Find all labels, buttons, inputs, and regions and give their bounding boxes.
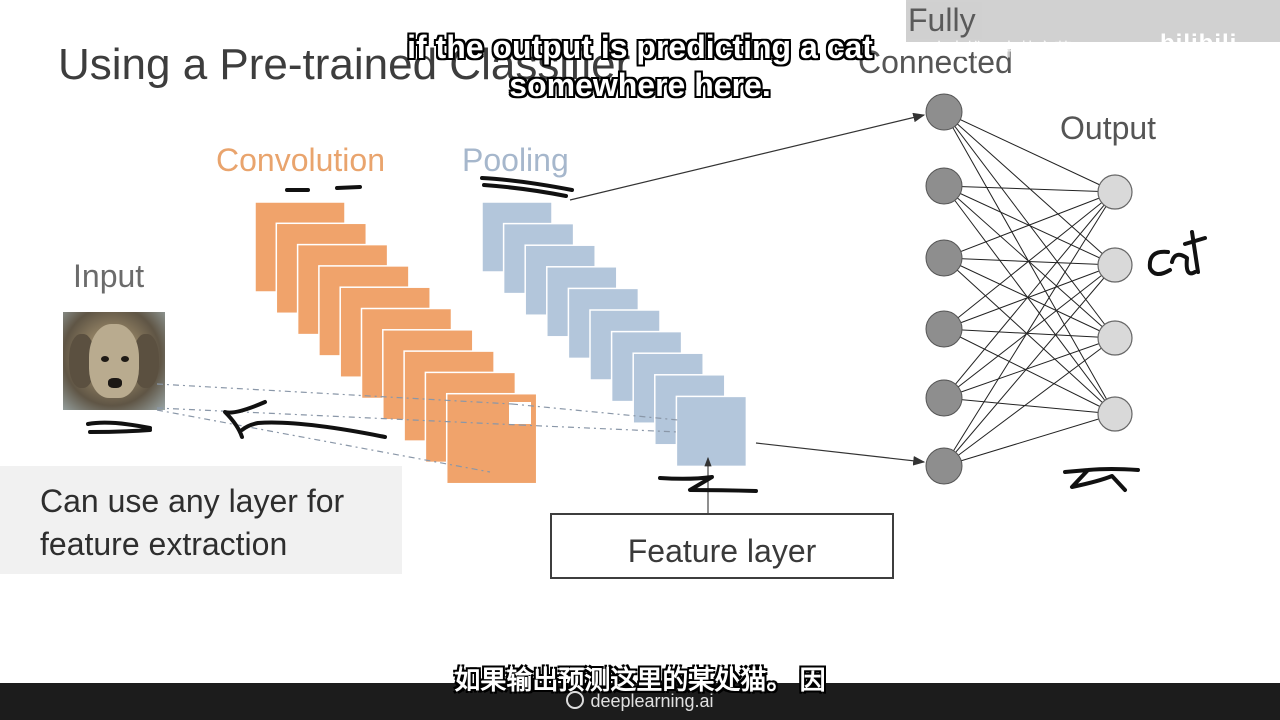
- pooling-layer: [675, 395, 748, 468]
- feature-layer-box: Feature layer: [550, 513, 894, 579]
- fc-edge: [943, 337, 1116, 399]
- fc-edge: [943, 257, 1116, 415]
- brand-footer: deeplearning.ai: [0, 691, 1280, 712]
- fc-edge: [943, 111, 1116, 193]
- fc-connections: [943, 111, 1116, 467]
- receptive-field-guides: [156, 383, 679, 473]
- output-node: [1097, 396, 1133, 432]
- callout-text: Can use any layer for feature extraction: [40, 483, 345, 562]
- ink-mark: [86, 420, 152, 430]
- convolution-label: Convolution: [216, 142, 385, 178]
- receptive-field-window: [509, 402, 531, 424]
- connected-label: Connected: [858, 44, 1013, 80]
- video-bottom-bar: [0, 683, 1280, 720]
- fc-edge: [943, 328, 1116, 415]
- fc-edge: [943, 185, 1116, 415]
- brand-text: deeplearning.ai: [590, 691, 714, 711]
- fc-node: [925, 239, 963, 277]
- output-label: Output: [1060, 110, 1157, 146]
- english-subtitle: if the output is predicting a cat somewh…: [407, 29, 873, 103]
- fc-node: [925, 447, 963, 485]
- ink-mark: [88, 428, 152, 434]
- ink-mark: [658, 475, 758, 493]
- fc-edge: [943, 264, 1116, 330]
- ink-mark: [1063, 467, 1140, 492]
- ink-arrow: [223, 400, 387, 439]
- handwritten-annotations: [86, 176, 1207, 493]
- fc-nodes: [925, 93, 963, 485]
- output-nodes: [1097, 174, 1133, 432]
- ink-dash: [335, 185, 362, 190]
- feature-layer-label: Feature layer: [627, 533, 817, 569]
- feature-to-fc-arrow: [755, 442, 926, 466]
- pooling-label: Pooling: [462, 142, 569, 178]
- fc-edge: [943, 111, 1116, 415]
- fc-edge: [943, 328, 1116, 339]
- fc-node: [925, 93, 963, 131]
- fc-edge: [943, 191, 1116, 467]
- ink-underline: [482, 183, 568, 198]
- chinese-subtitle: 如果输出预测这里的某处猫。 因: [454, 665, 826, 695]
- fc-node: [925, 167, 963, 205]
- convolution-layers: [254, 201, 538, 485]
- output-node: [1097, 174, 1133, 210]
- fc-edge: [943, 413, 1116, 467]
- fc-edge: [943, 185, 1116, 193]
- fully-label: Fully: [906, 2, 982, 39]
- fc-edge: [943, 264, 1116, 467]
- fc-edge: [943, 337, 1116, 467]
- handwritten-cat: [1147, 230, 1207, 276]
- fc-edge: [943, 191, 1116, 399]
- fc-node: [925, 379, 963, 417]
- input-label: Input: [73, 258, 145, 294]
- input-dog-image: [63, 312, 165, 410]
- slide-title: Using a Pre-trained Classifier: [58, 40, 631, 89]
- output-node: [1097, 247, 1133, 283]
- fc-edge: [943, 191, 1116, 259]
- fc-edge: [943, 397, 1116, 415]
- fc-edge: [943, 257, 1116, 266]
- feature-extraction-callout: Can use any layer for feature extraction: [0, 466, 402, 574]
- fc-node: [925, 310, 963, 348]
- ink-underline: [480, 176, 574, 192]
- fc-edge: [943, 257, 1116, 339]
- pooling-to-fc-arrow: [569, 112, 926, 201]
- brand-logo-icon: [566, 691, 585, 709]
- output-node: [1097, 320, 1133, 356]
- fc-edge: [943, 264, 1116, 399]
- bilibili-logo: bilibili: [1160, 30, 1238, 57]
- channel-watermark: 小土堆 · 中英字幕: [930, 40, 1072, 60]
- fc-edge: [943, 191, 1116, 330]
- pooling-layers: [481, 201, 748, 468]
